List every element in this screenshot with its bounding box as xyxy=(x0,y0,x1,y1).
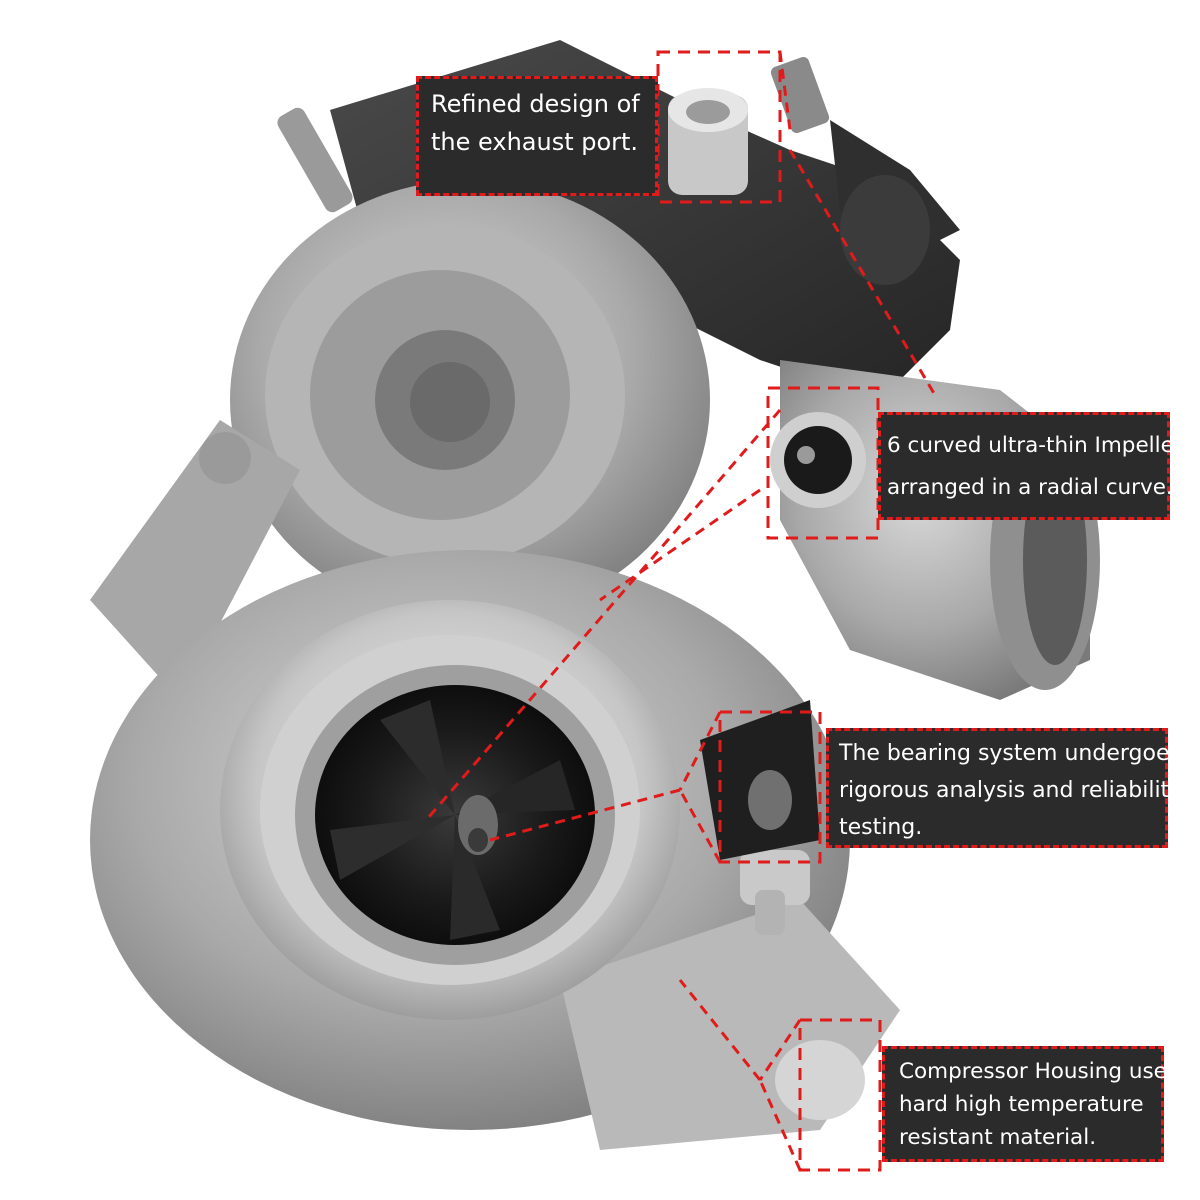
callout-line: rigorous analysis and reliability xyxy=(839,778,1183,803)
callout-compressor-housing: Compressor Housing use hard high tempera… xyxy=(882,1046,1167,1162)
inset-housing xyxy=(798,1018,882,1172)
leader-lines xyxy=(426,51,937,1171)
callout-line: arranged in a radial curve. xyxy=(887,475,1173,500)
callout-line: resistant material. xyxy=(899,1125,1097,1150)
inset-impeller-content xyxy=(770,412,866,508)
callout-line: Compressor Housing use xyxy=(899,1059,1167,1084)
callout-line: hard high temperature xyxy=(899,1092,1144,1117)
callout-line: The bearing system undergoes xyxy=(839,741,1181,766)
exhaust-port xyxy=(668,88,748,195)
callout-exhaust-port: Refined design of the exhaust port. xyxy=(416,76,658,196)
callout-line: Refined design of xyxy=(431,90,640,118)
compressor-outlet xyxy=(780,360,1100,700)
inset-exhaust-port xyxy=(656,50,782,204)
callout-line: the exhaust port. xyxy=(431,128,639,156)
callout-bearing-system: The bearing system undergoes rigorous an… xyxy=(826,728,1183,848)
callout-impeller: 6 curved ultra-thin Impeller, arranged i… xyxy=(878,412,1190,520)
wastegate-actuator xyxy=(90,180,710,700)
oil-fittings xyxy=(700,700,865,1120)
callout-line: 6 curved ultra-thin Impeller, xyxy=(887,433,1190,458)
inset-bearing xyxy=(718,710,822,864)
callout-line: testing. xyxy=(839,815,923,840)
